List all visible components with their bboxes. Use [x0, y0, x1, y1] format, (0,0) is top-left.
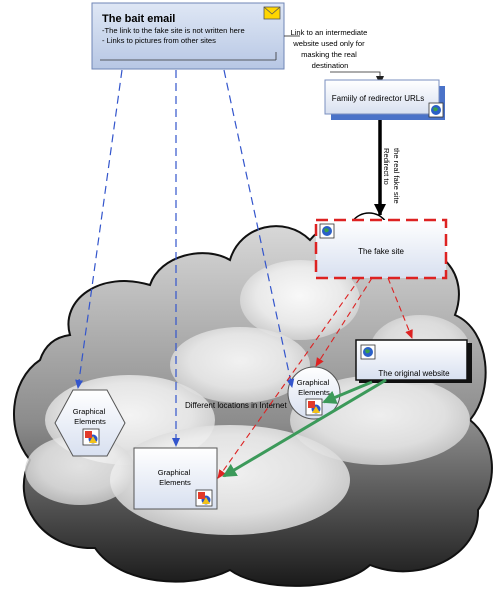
original-to-circle-link	[322, 380, 373, 404]
bait-email-line-2: - Links to pictures from other sites	[102, 36, 216, 45]
redirect-note-line-2: the real fake site	[392, 148, 401, 204]
redirector-label: Famiily of redirector URLs	[332, 94, 424, 103]
graphics-circle: Graphical Elements	[287, 366, 341, 420]
shapes-icon	[82, 428, 100, 446]
link-note-line-3: masking the real	[301, 50, 357, 59]
svg-text:Graphical Elements: Graphical Elements	[73, 407, 108, 426]
graphics-hexagon-line-1: Graphical	[73, 407, 106, 416]
envelope-icon	[263, 6, 281, 20]
fake-to-circle-link	[315, 277, 373, 367]
fake-to-original-link	[387, 277, 413, 339]
bait-email-title: The bait email	[102, 13, 175, 25]
fake-site-label: The fake site	[358, 247, 404, 256]
original-site-label: The original website	[378, 369, 450, 378]
globe-icon	[319, 223, 335, 239]
fake-site-box: The fake site	[314, 218, 448, 280]
graphics-box: Graphical Elements	[133, 447, 218, 510]
internet-label: Different locations in Internet	[185, 401, 287, 410]
bait-email-box: The bait email -The link to the fake sit…	[91, 2, 285, 70]
link-note-line-4: destination	[312, 61, 349, 70]
globe-icon	[428, 102, 444, 118]
fake-site-links	[217, 277, 413, 479]
original-site-box: The original website	[355, 339, 472, 383]
graphics-hexagon: Graphical Elements	[54, 389, 126, 457]
fake-to-box-link	[217, 277, 361, 479]
email-to-hexagon-link	[75, 69, 123, 389]
link-note: Link to an intermediate website used onl…	[291, 28, 370, 70]
redirector-box: Famiily of redirector URLs	[324, 79, 445, 120]
graphics-hexagon-line-2: Elements	[74, 417, 106, 426]
redirect-note: Redirect to the real fake site	[382, 148, 401, 204]
link-note-line-1: Link to an intermediate	[291, 28, 368, 37]
original-site-links	[222, 378, 387, 478]
email-to-circle-link	[223, 69, 295, 388]
globe-icon	[360, 344, 376, 360]
graphics-circle-line-2: Elements	[298, 388, 330, 397]
svg-text:Graphical Elements: Graphical Elements	[158, 468, 193, 487]
shapes-icon	[305, 398, 323, 416]
graphics-box-line-1: Graphical	[158, 468, 191, 477]
original-to-box-link	[222, 378, 387, 478]
link-note-line-2: website used only for	[292, 39, 365, 48]
graphics-circle-line-1: Graphical	[297, 378, 330, 387]
bait-email-line-1: -The link to the fake site is not writte…	[102, 26, 245, 35]
redirect-note-line-1: Redirect to	[382, 148, 391, 185]
shapes-icon	[195, 489, 213, 507]
svg-text:Link to an intermediate: Link to an intermediate website used onl…	[291, 28, 370, 70]
svg-text:Graphical Elements: Graphical Elements	[297, 378, 332, 397]
email-picture-links	[75, 69, 295, 447]
graphics-box-line-2: Elements	[159, 478, 191, 487]
